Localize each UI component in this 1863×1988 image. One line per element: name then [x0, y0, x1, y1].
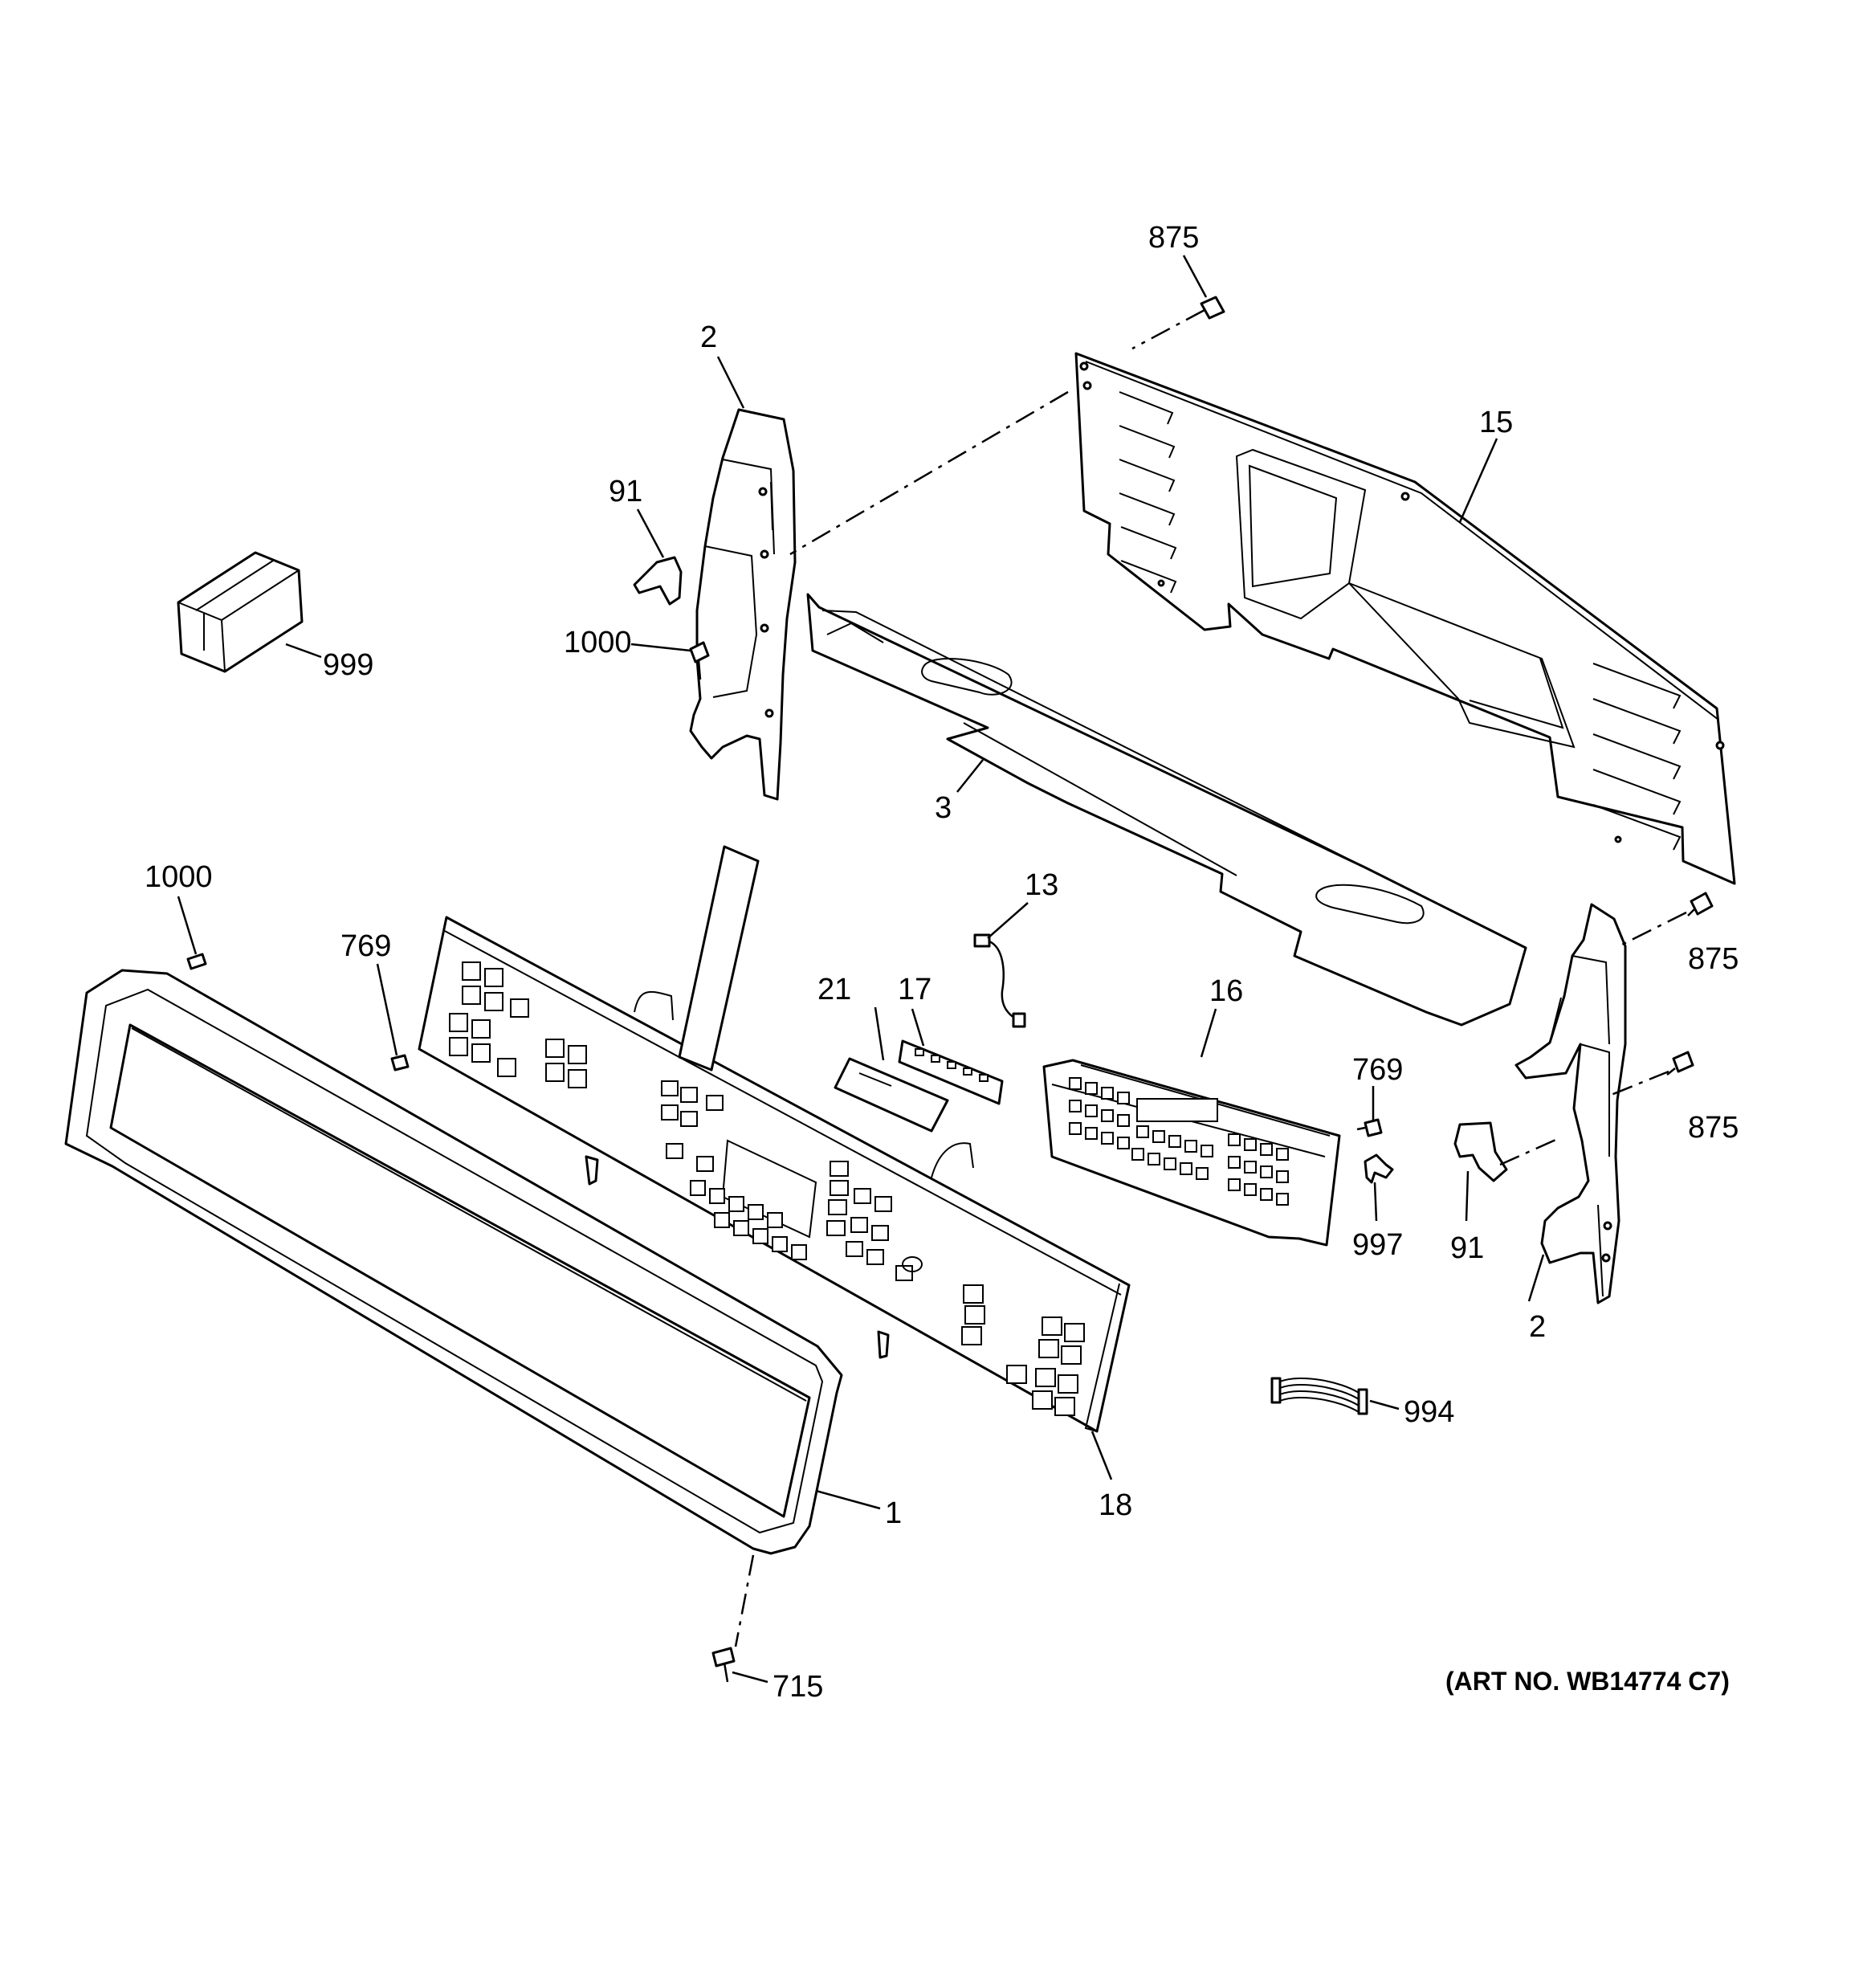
part-3-vent-duct — [806, 593, 1527, 1027]
part-2-right-side-bracket — [1514, 903, 1627, 1304]
ribbon-cable — [678, 845, 760, 1072]
callout-875-right-lower: 875 — [1688, 1111, 1739, 1145]
part-21-display-lens — [834, 1057, 949, 1133]
callout-16: 16 — [1209, 974, 1243, 1008]
callout-13: 13 — [1025, 868, 1058, 902]
callout-2-right: 2 — [1529, 1310, 1546, 1344]
leader-lines — [177, 255, 1545, 1684]
callout-18: 18 — [1099, 1488, 1132, 1522]
callout-15: 15 — [1479, 406, 1513, 439]
callout-1: 1 — [885, 1496, 902, 1530]
callout-labels: 875 2 15 91 1000 999 3 1000 769 13 21 17… — [145, 221, 1739, 1704]
part-13-wire-harness — [973, 933, 1026, 1028]
part-15-back-panel — [1074, 352, 1736, 885]
art-number: (ART NO. WB14774 C7) — [1445, 1667, 1730, 1696]
callout-997: 997 — [1352, 1228, 1403, 1262]
part-994-harness — [1270, 1377, 1368, 1415]
callout-1000-left: 1000 — [145, 860, 213, 894]
callout-21: 21 — [817, 973, 851, 1006]
callout-769-right: 769 — [1352, 1053, 1403, 1087]
part-16-control-board — [1042, 1059, 1341, 1247]
callout-875-top: 875 — [1148, 221, 1199, 255]
callout-994: 994 — [1404, 1395, 1454, 1429]
callout-875-right-upper: 875 — [1688, 942, 1739, 976]
part-18-control-panel — [418, 916, 1131, 1433]
callout-17: 17 — [898, 973, 932, 1006]
part-999-literature-box — [177, 551, 304, 673]
callout-91-left: 91 — [609, 475, 642, 508]
callout-999: 999 — [323, 648, 373, 682]
callout-769-left: 769 — [340, 929, 391, 963]
callout-3: 3 — [935, 791, 952, 825]
callout-1000-top: 1000 — [564, 626, 632, 659]
fasteners — [186, 296, 1714, 1683]
assembly-lines — [734, 308, 1687, 1647]
part-1-trim-frame — [64, 969, 843, 1555]
callout-91-right: 91 — [1450, 1231, 1484, 1265]
callout-715: 715 — [773, 1670, 823, 1704]
callout-2-left: 2 — [700, 320, 717, 354]
part-2-left-side-bracket — [689, 408, 797, 801]
part-17-display — [898, 1039, 1004, 1105]
